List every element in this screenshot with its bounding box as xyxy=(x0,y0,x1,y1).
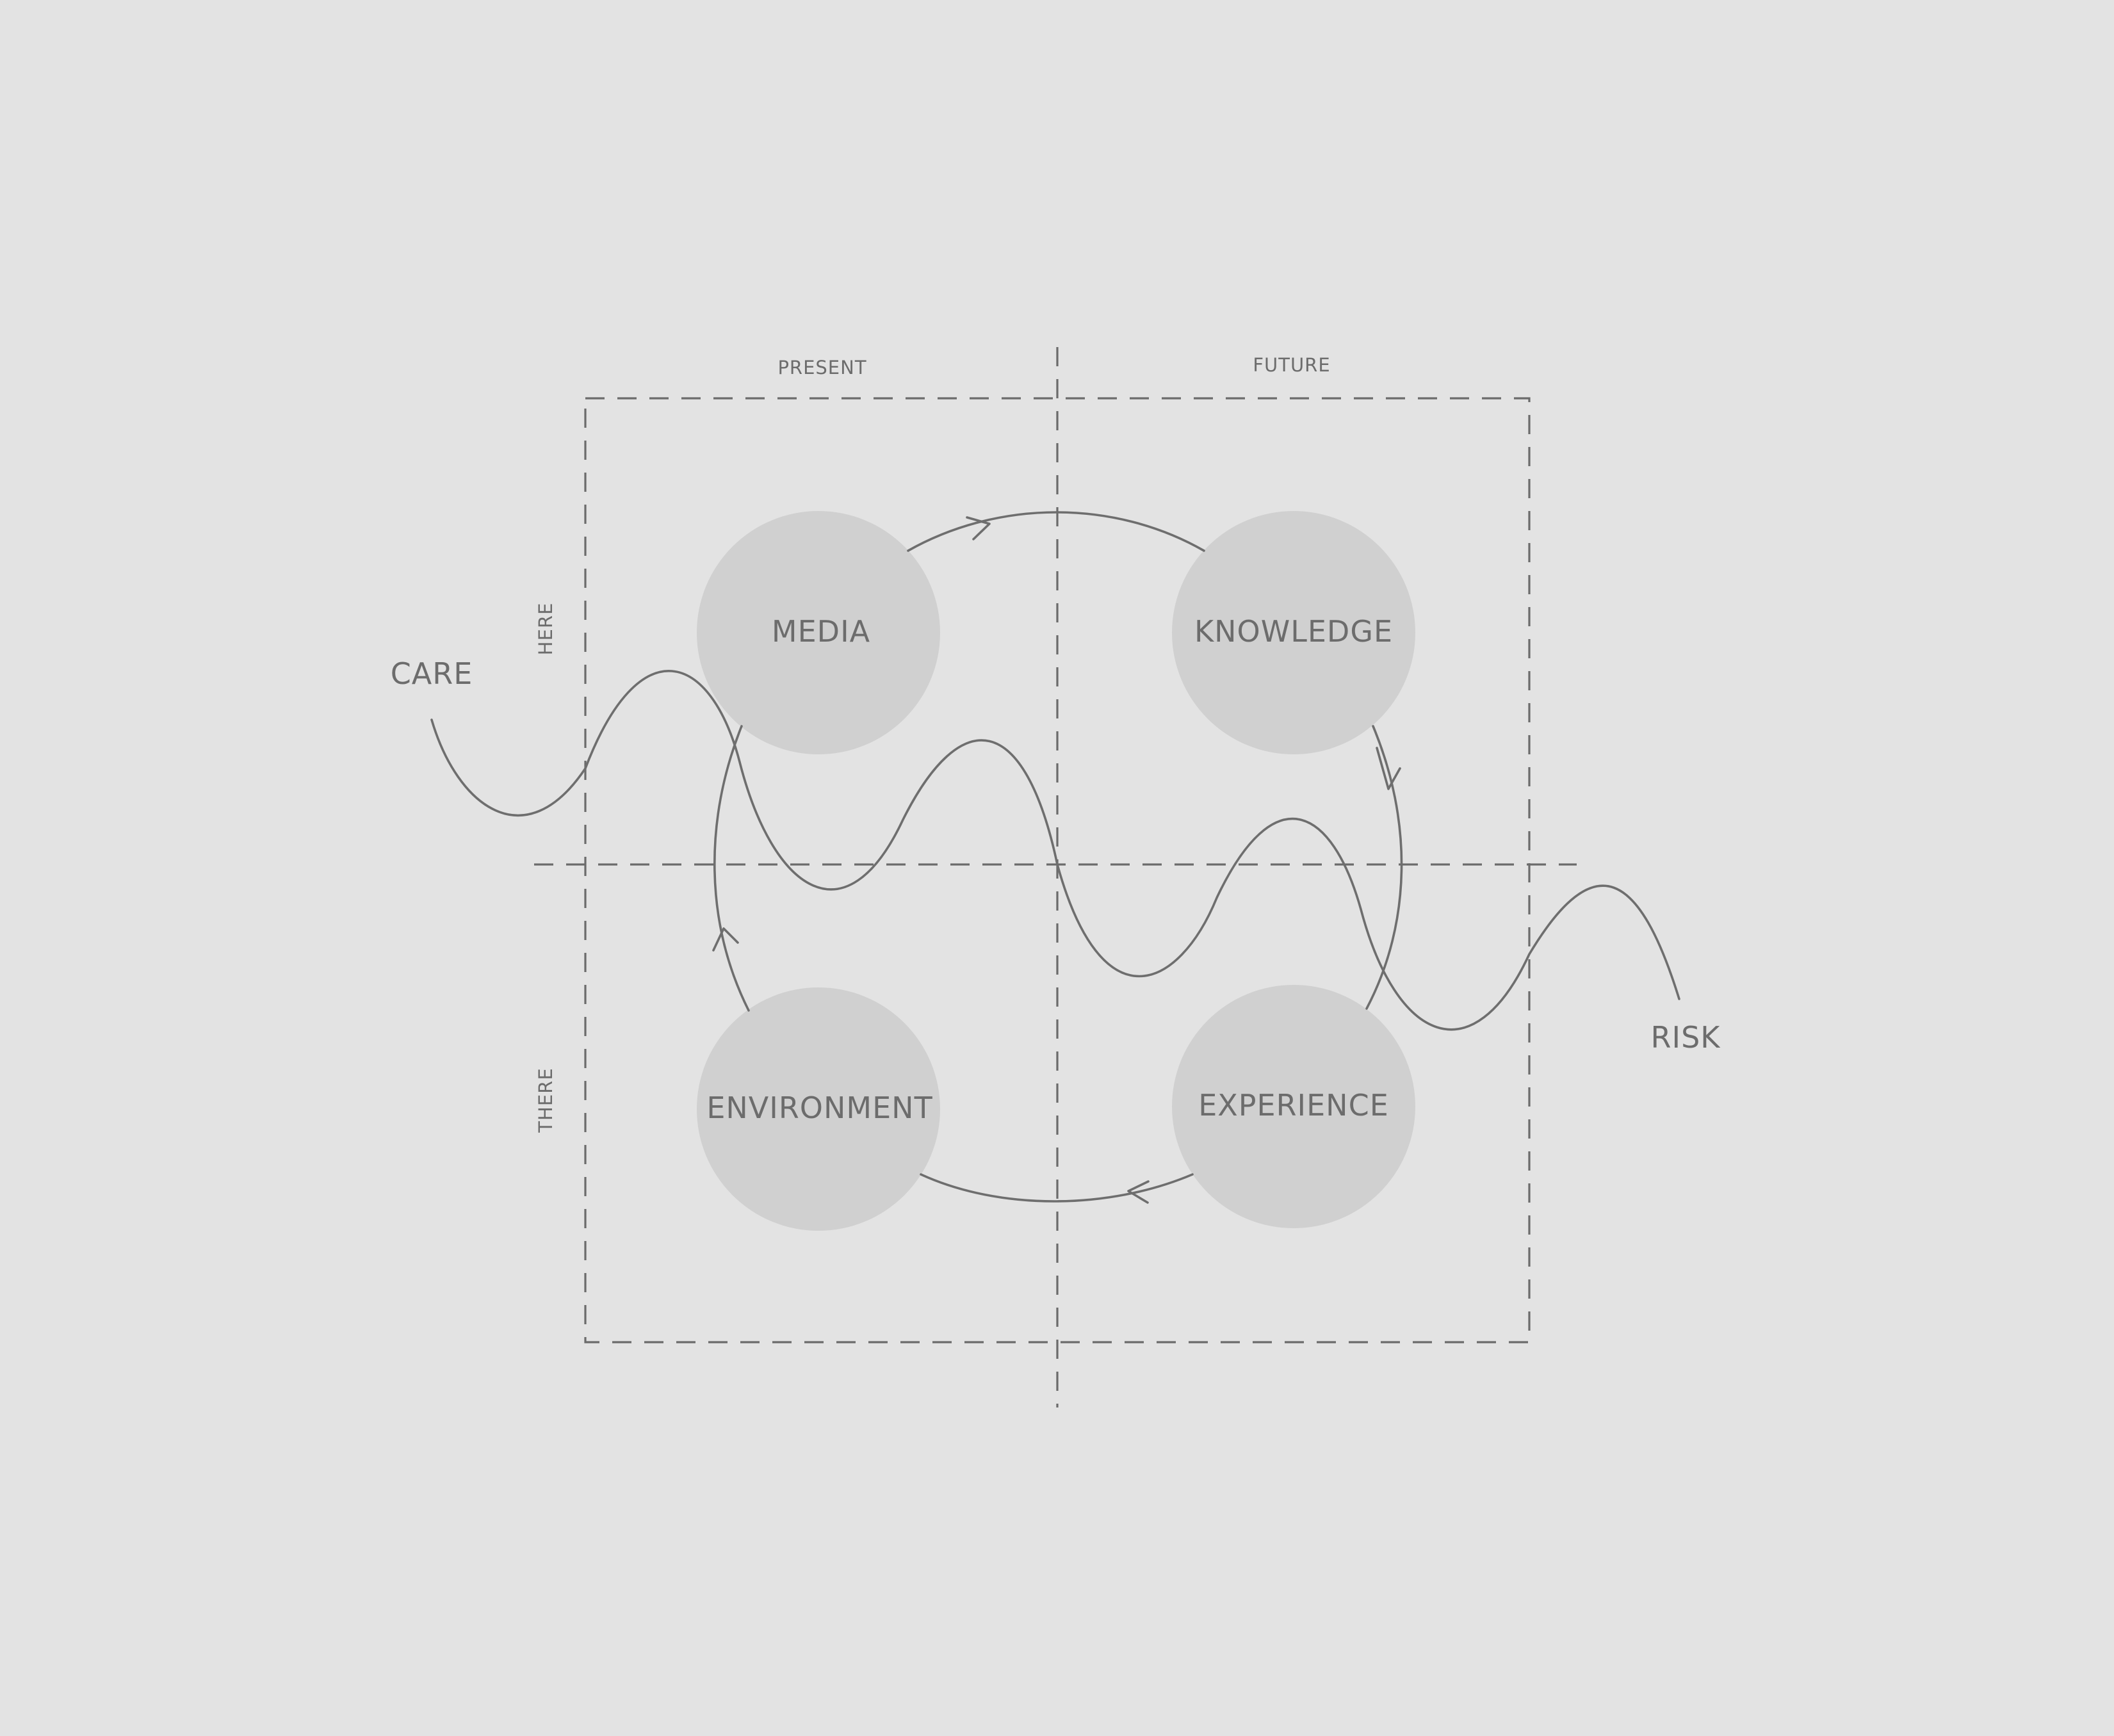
arrowhead-right xyxy=(966,516,991,540)
quadrant-frame xyxy=(584,397,1531,1343)
experience-label: EXPERIENCE xyxy=(1198,1088,1389,1123)
here-label: HERE xyxy=(535,603,557,656)
environment-label: ENVIRONMENT xyxy=(706,1091,932,1125)
experience-circle xyxy=(1172,985,1415,1228)
media-label: MEDIA xyxy=(772,614,870,649)
arrowhead-down xyxy=(1376,747,1401,790)
arrowhead-up xyxy=(712,927,739,952)
risk-label: RISK xyxy=(1651,1020,1721,1055)
cycle-arc-knowledge-to-experience xyxy=(1365,725,1403,1010)
cycle-arc-environment-to-media xyxy=(713,725,750,1012)
environment-circle xyxy=(697,987,940,1231)
media-circle xyxy=(697,511,940,754)
there-label: THERE xyxy=(535,1067,557,1133)
arrowhead-left xyxy=(1127,1180,1150,1204)
knowledge-circle xyxy=(1172,511,1415,754)
cycle-arc-experience-to-environment xyxy=(920,1173,1194,1203)
future-label: FUTURE xyxy=(1253,354,1330,376)
cycle-arc-media-to-knowledge xyxy=(907,511,1205,552)
care-label: CARE xyxy=(391,656,473,691)
knowledge-label: KNOWLEDGE xyxy=(1194,614,1393,649)
care-to-risk-wave xyxy=(430,670,1680,1031)
present-label: PRESENT xyxy=(777,357,866,378)
